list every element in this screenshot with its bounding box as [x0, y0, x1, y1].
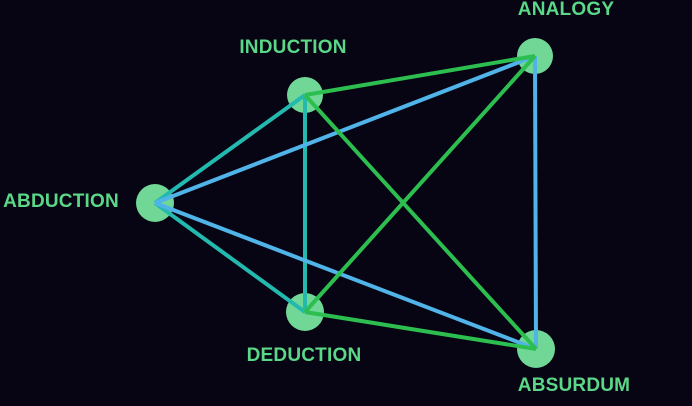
node-label-induction: INDUCTION	[239, 37, 347, 58]
node-label-abduction: ABDUCTION	[3, 191, 119, 212]
edge-analogy-absurdum	[533, 55, 538, 350]
node-label-analogy: ANALOGY	[517, 0, 615, 20]
edge-abduction-absurdum	[154, 201, 537, 351]
edge-induction-analogy	[304, 54, 536, 97]
node-label-absurdum: ABSURDUM	[517, 375, 631, 396]
node-label-deduction: DEDUCTION	[246, 345, 362, 366]
edge-induction-absurdum	[303, 93, 538, 351]
edge-abduction-deduction	[153, 201, 307, 314]
edge-abduction-induction	[153, 93, 307, 205]
edge-deduction-analogy	[303, 54, 537, 314]
edge-abduction-analogy	[154, 54, 536, 205]
edge-deduction-absurdum	[304, 310, 537, 351]
